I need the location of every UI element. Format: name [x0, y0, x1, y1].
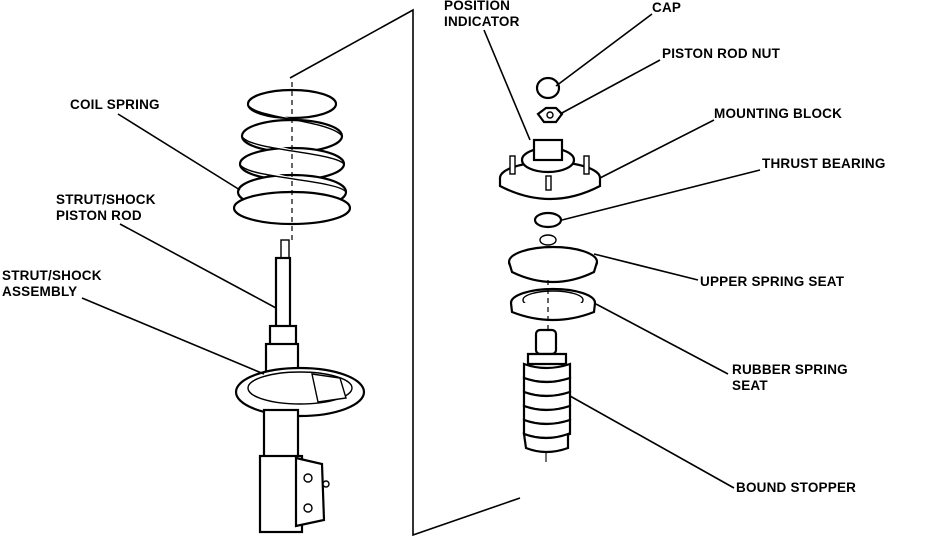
label-mounting-block: MOUNTING BLOCK: [714, 106, 842, 121]
label-strut-piston-rod: STRUT/SHOCK PISTON ROD: [56, 192, 160, 223]
label-piston-rod-nut: PISTON ROD NUT: [662, 46, 781, 61]
divider-bracket: [289, 8, 521, 537]
label-rubber-spring-seat-line1: RUBBER SPRING: [732, 362, 848, 377]
label-position-indicator-line2: INDICATOR: [444, 14, 520, 29]
label-rubber-spring-seat: RUBBER SPRING SEAT: [732, 362, 852, 393]
thrust-bearing-drawing: [533, 211, 563, 246]
label-strut-piston-rod-line1: STRUT/SHOCK: [56, 192, 156, 207]
label-position-indicator-line1: POSITION: [444, 0, 510, 13]
coil-spring-drawing: [232, 82, 352, 240]
leader-lines: [81, 13, 761, 489]
label-strut-assembly: STRUT/SHOCK ASSEMBLY: [2, 268, 106, 299]
label-rubber-spring-seat-line2: SEAT: [732, 378, 768, 393]
mounting-block-drawing: [498, 138, 602, 200]
piston-rod-drawing: [274, 239, 292, 330]
upper-spring-seat-drawing: [507, 245, 599, 284]
label-strut-assembly-line1: STRUT/SHOCK: [2, 268, 102, 283]
piston-rod-nut-drawing: [536, 106, 564, 124]
labels: COIL SPRING STRUT/SHOCK PISTON ROD STRUT…: [2, 0, 886, 495]
bound-stopper-drawing: [522, 280, 572, 462]
label-upper-spring-seat: UPPER SPRING SEAT: [700, 274, 845, 289]
strut-assembly-drawing: [234, 324, 366, 534]
label-bound-stopper: BOUND STOPPER: [736, 480, 856, 495]
label-cap: CAP: [652, 0, 681, 15]
label-coil-spring: COIL SPRING: [70, 97, 160, 112]
cap-drawing: [535, 76, 561, 100]
label-strut-piston-rod-line2: PISTON ROD: [56, 208, 142, 223]
label-position-indicator: POSITION INDICATOR: [444, 0, 520, 29]
rubber-spring-seat-drawing: [509, 287, 597, 322]
label-strut-assembly-line2: ASSEMBLY: [2, 284, 77, 299]
label-thrust-bearing: THRUST BEARING: [762, 156, 886, 171]
